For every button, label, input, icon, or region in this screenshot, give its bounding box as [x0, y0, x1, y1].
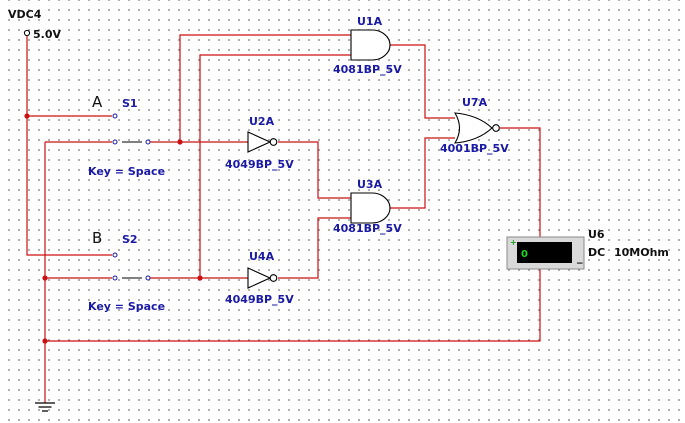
wire-u1a-to-u7a [390, 44, 455, 119]
junction-dot [197, 275, 203, 281]
switch-contact-icon [112, 275, 118, 281]
inverter-bubble-icon [269, 274, 278, 282]
wire-vdc-rail [26, 35, 112, 256]
gate-u1a-part: 4081BP_5V [333, 63, 402, 76]
gate-u2a-part: 4049BP_5V [225, 158, 294, 171]
minus-terminal-icon: − [576, 259, 584, 269]
probe-resistance: 10MOhm [614, 246, 669, 259]
and-gate-icon [350, 192, 391, 224]
gate-u1a[interactable]: U1A 4081BP_5V [333, 15, 402, 76]
input-a-letter: A [92, 93, 103, 111]
gate-u7a[interactable]: U7A 4001BP_5V [440, 96, 509, 155]
wire-a-to-u1a [179, 34, 351, 142]
nor-bubble-icon [492, 124, 500, 132]
vdc-supply[interactable]: VDC4 5.0V [8, 8, 61, 41]
supply-voltage: 5.0V [33, 28, 61, 41]
wires [26, 34, 541, 403]
gate-u1a-ref: U1A [357, 15, 383, 28]
ground-icon [35, 402, 55, 412]
plus-terminal-icon: + [510, 238, 517, 247]
gate-u3a-ref: U3A [357, 178, 383, 191]
inverter-icon [247, 131, 272, 153]
inverter-bubble-icon [269, 138, 278, 146]
wire-output-loop [45, 127, 541, 342]
switch-s1[interactable]: A S1 Key = Space [88, 93, 165, 178]
switch-contact-icon [112, 113, 118, 119]
wire-u3a-to-u7a [390, 137, 455, 209]
probe-ref: U6 [588, 228, 605, 241]
wire-b-to-u1a [199, 54, 351, 278]
nor-gate-icon [453, 112, 493, 144]
gate-u3a-part: 4081BP_5V [333, 222, 402, 235]
gate-u2a-ref: U2A [249, 115, 275, 128]
junctions [24, 113, 203, 344]
gate-u4a-part: 4049BP_5V [225, 293, 294, 306]
gate-u7a-ref: U7A [462, 96, 488, 109]
gate-u4a-ref: U4A [249, 250, 275, 263]
junction-dot [24, 113, 30, 119]
and-gate-icon [350, 29, 391, 61]
switch-contact-icon [145, 275, 151, 281]
supply-name: VDC4 [8, 8, 42, 21]
voltmeter-display [517, 242, 572, 263]
probe-mode: DC [588, 246, 605, 259]
gate-u2a[interactable]: U2A 4049BP_5V [225, 115, 294, 171]
probe-u6[interactable]: U6 DC 10MOhm 0 + − [506, 228, 669, 270]
voltmeter-reading: 0 [521, 249, 528, 260]
inverter-icon [247, 267, 272, 289]
switch-s1-key: Key = Space [88, 165, 165, 178]
wire-u2a-to-u3a [278, 141, 351, 199]
switch-contact-icon [112, 252, 118, 258]
input-b-letter: B [92, 229, 102, 247]
switch-contact-icon [145, 139, 151, 145]
supply-terminal-icon [23, 29, 31, 37]
switch-s1-ref: S1 [122, 97, 138, 110]
wire-u4a-to-u3a [278, 217, 351, 279]
gate-u3a[interactable]: U3A 4081BP_5V [333, 178, 402, 235]
junction-dot [177, 139, 183, 145]
switch-s2[interactable]: B S2 Key = Space [88, 229, 165, 313]
switch-s2-key: Key = Space [88, 300, 165, 313]
junction-dot [42, 338, 48, 344]
switch-s2-ref: S2 [122, 233, 138, 246]
junction-dot [42, 275, 48, 281]
switch-contact-icon [112, 139, 118, 145]
gate-u7a-part: 4001BP_5V [440, 142, 509, 155]
gate-u4a[interactable]: U4A 4049BP_5V [225, 250, 294, 306]
